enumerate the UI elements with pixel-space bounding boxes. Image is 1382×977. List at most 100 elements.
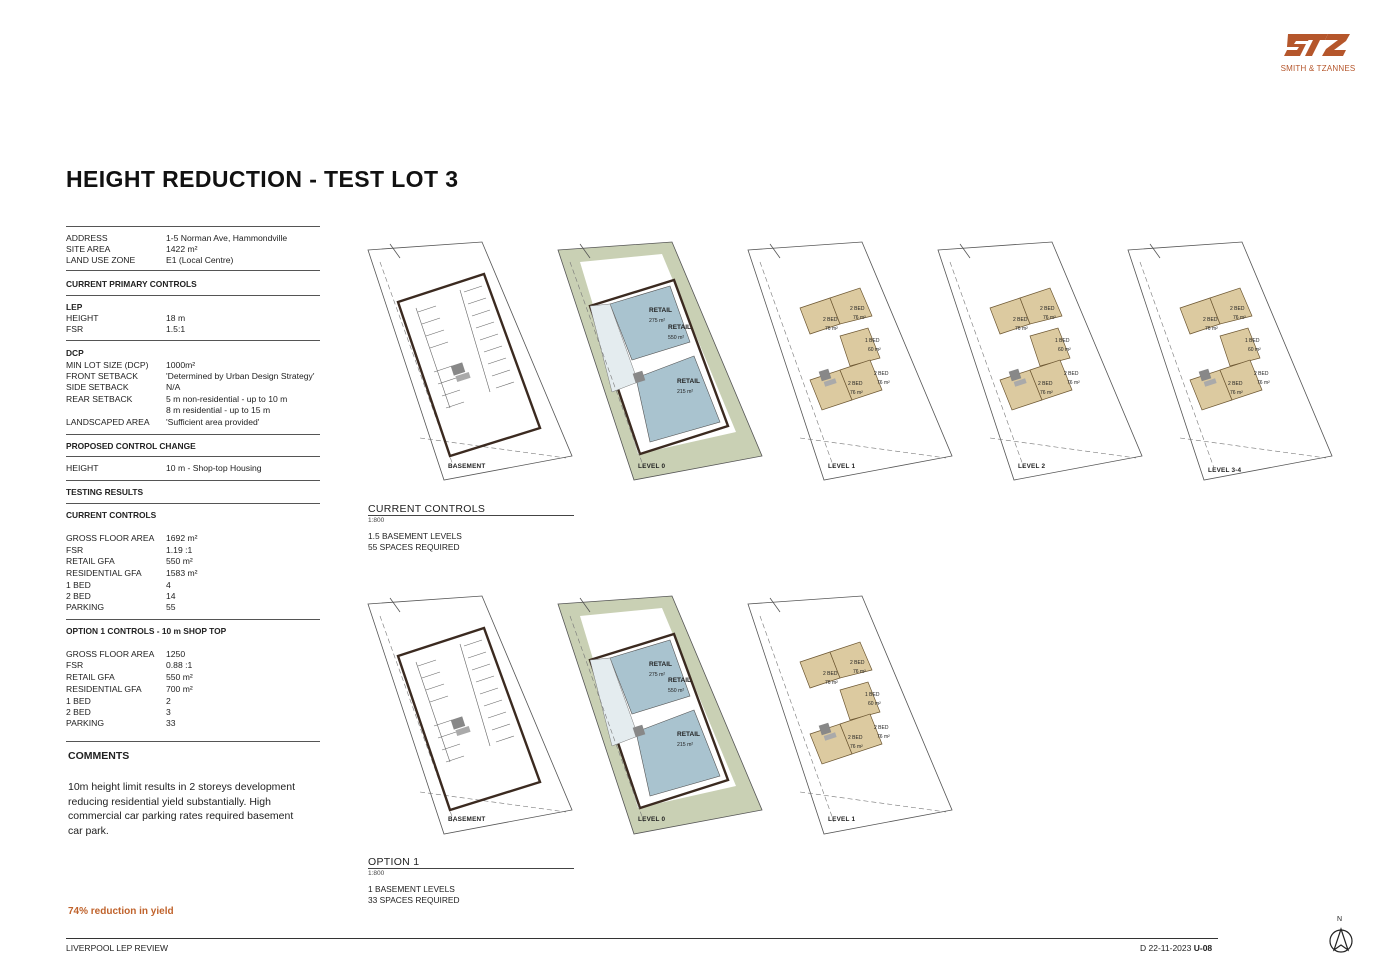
unit-label: 2 BED <box>850 306 865 312</box>
unit-area: 76 m² <box>1043 315 1056 321</box>
unit-label: 2 BED <box>1203 317 1218 323</box>
retail-label: RETAIL <box>677 731 700 738</box>
primary-controls-heading: CURRENT PRIMARY CONTROLS <box>66 279 197 289</box>
footer-code: U-08 <box>1193 943 1213 953</box>
unit-area: 76 m² <box>1067 380 1080 386</box>
unit-label: 2 BED <box>850 660 865 666</box>
retail-area: 215 m² <box>677 742 694 748</box>
unit-area: 76 m² <box>853 315 866 321</box>
unit-label: 2 BED <box>823 671 838 677</box>
scale-label: 1:800 <box>368 870 385 877</box>
retail-label: RETAIL <box>677 378 700 385</box>
divider <box>66 619 320 620</box>
unit-label: 1 BED <box>1055 338 1070 344</box>
unit-label: 2 BED <box>1013 317 1028 323</box>
unit-area: 76 m² <box>1205 326 1218 332</box>
option-controls-heading: OPTION 1 CONTROLS - 10 m SHOP TOP <box>66 626 227 636</box>
plan-caption: BASEMENT <box>448 816 486 823</box>
unit-label: 2 BED <box>1230 306 1245 312</box>
dcp-row: 8 m residential - up to 15 m <box>166 405 271 415</box>
proposed-heading: PROPOSED CONTROL CHANGE <box>66 441 196 451</box>
dcp-heading: DCP <box>66 348 84 358</box>
section-note: 33 SPACES REQUIRED <box>368 895 460 905</box>
section-note: 1 BASEMENT LEVELS <box>368 884 455 894</box>
divider <box>66 270 320 271</box>
unit-label: 1 BED <box>865 692 880 698</box>
comments-heading: COMMENTS <box>68 750 130 762</box>
page-title: HEIGHT REDUCTION - TEST LOT 3 <box>66 166 459 192</box>
unit-label: 2 BED <box>1254 371 1269 377</box>
divider <box>66 340 320 341</box>
divider <box>66 456 320 457</box>
footer-ref: D 22-11-2023 U-08 <box>1140 943 1212 953</box>
retail-area: 275 m² <box>649 318 666 324</box>
north-arrow-icon <box>1329 927 1353 953</box>
unit-label: 1 BED <box>1245 338 1260 344</box>
unit-area: 76 m² <box>853 669 866 675</box>
divider <box>66 434 320 435</box>
footer-date: D 22-11-2023 <box>1140 943 1192 953</box>
unit-area: 76 m² <box>1233 315 1246 321</box>
plan-caption: LEVEL 2 <box>1018 463 1046 470</box>
unit-area: 76 m² <box>1015 326 1028 332</box>
retail-label: RETAIL <box>649 307 672 314</box>
retail-label: RETAIL <box>649 661 672 668</box>
current-controls-heading: CURRENT CONTROLS <box>66 510 157 520</box>
unit-area: 76 m² <box>877 734 890 740</box>
scale-label: 1:800 <box>368 517 385 524</box>
unit-area: 76 m² <box>850 390 863 396</box>
brand-name: SMITH & TZANNES <box>1280 64 1356 73</box>
plan-caption: LEVEL 0 <box>638 463 666 470</box>
retail-area: 550 m² <box>668 335 685 341</box>
retail-label: RETAIL <box>668 677 691 684</box>
plan-caption: LEVEL 0 <box>638 816 666 823</box>
unit-area: 60 m² <box>1248 347 1261 353</box>
unit-area: 76 m² <box>825 680 838 686</box>
unit-label: 2 BED <box>1038 381 1053 387</box>
retail-area: 550 m² <box>668 688 685 694</box>
plan-caption: LEVEL 1 <box>828 816 856 823</box>
unit-label: 1 BED <box>865 338 880 344</box>
unit-area: 76 m² <box>1230 390 1243 396</box>
yield-reduction-note: 74% reduction in yield <box>68 906 174 917</box>
divider <box>66 503 320 504</box>
dcp-row: LANDSCAPED AREA'Sufficient area provided… <box>66 417 260 427</box>
comments-text: 10m height limit results in 2 storeys de… <box>68 781 296 837</box>
unit-area: 76 m² <box>850 744 863 750</box>
retail-area: 215 m² <box>677 389 694 395</box>
section-note: 55 SPACES REQUIRED <box>368 542 460 552</box>
smith-tzannes-logo <box>1284 34 1350 56</box>
divider <box>66 480 320 481</box>
unit-area: 76 m² <box>1040 390 1053 396</box>
lep-heading: LEP <box>66 302 83 312</box>
unit-label: 2 BED <box>1228 381 1243 387</box>
unit-label: 2 BED <box>1040 306 1055 312</box>
unit-label: 2 BED <box>848 381 863 387</box>
north-label: N <box>1337 916 1343 923</box>
plan-caption: LEVEL 3-4 <box>1208 467 1242 474</box>
unit-area: 76 m² <box>877 380 890 386</box>
footer-divider <box>66 938 1218 939</box>
divider <box>368 868 574 869</box>
testing-heading: TESTING RESULTS <box>66 487 144 497</box>
retail-area: 275 m² <box>649 672 666 678</box>
unit-area: 60 m² <box>1058 347 1071 353</box>
